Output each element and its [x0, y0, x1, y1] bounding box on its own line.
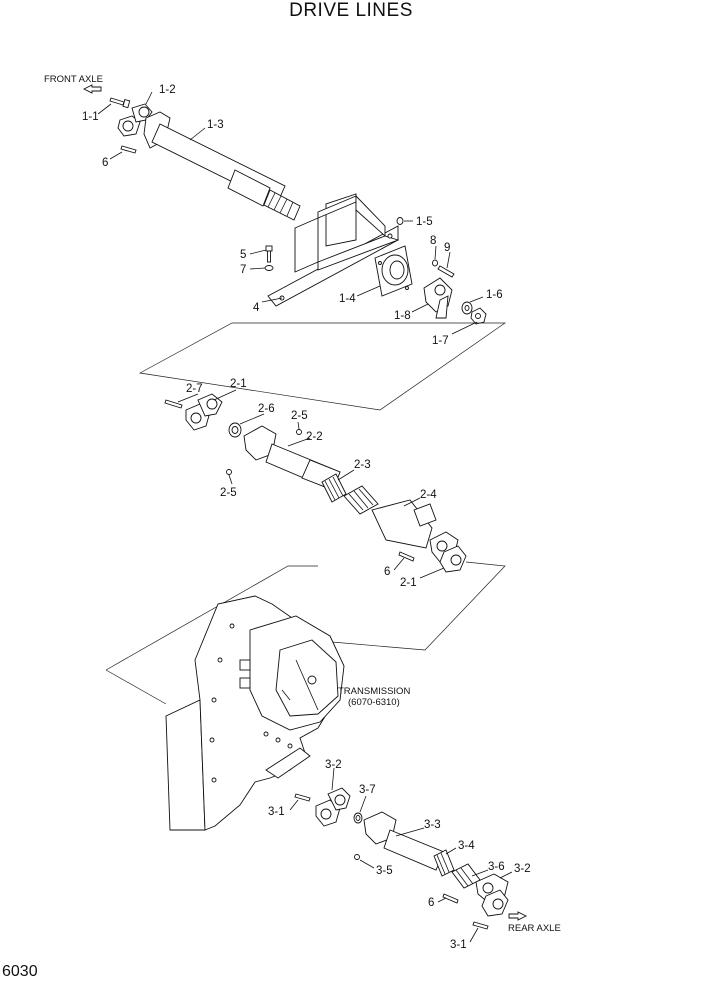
universal-joint-3-2: [475, 873, 509, 917]
callout-label: 1-4: [339, 293, 356, 305]
callout-label: 9: [444, 242, 450, 254]
callout-label: 2-4: [420, 489, 437, 501]
callout-label: 2-5: [291, 410, 308, 422]
seal-2-6: [228, 422, 242, 438]
support-bracket-4: [267, 193, 400, 307]
rear-axle-arrow-icon: [508, 911, 528, 921]
page-title: DRIVE LINES: [289, 0, 413, 21]
bolt-1-1: [109, 97, 131, 109]
nut-1-7: [470, 307, 487, 325]
flange-yoke-1-8: [423, 277, 453, 319]
seal-3-7: [353, 812, 363, 824]
callout-label: 3-1: [450, 939, 467, 951]
callout-label: 1-6: [486, 289, 503, 301]
callout-label: 2-2: [306, 431, 323, 443]
shaft-3-6: [451, 863, 481, 889]
universal-joint-3-2: [315, 787, 351, 827]
callout-label: 3-2: [514, 863, 531, 875]
front-axle-note: FRONT AXLE: [44, 74, 103, 85]
transmission-note: TRANSMISSION: [338, 686, 410, 697]
front-axle-arrow-icon: [82, 84, 102, 94]
bolt-3-1: [472, 921, 489, 930]
callout-label: 5: [240, 249, 246, 261]
grease-fitting-3-5: [354, 854, 360, 860]
callout-label: 7: [240, 264, 246, 276]
drive-shaft-1-3: [143, 111, 301, 221]
universal-joint-1-2: [117, 103, 153, 137]
washer-8: [432, 259, 438, 267]
bolt-6: [442, 893, 459, 904]
callout-label: 2-3: [354, 459, 371, 471]
bolt-3-1: [294, 793, 311, 802]
callout-label: 2-1: [400, 577, 417, 589]
callout-label: 3-4: [458, 840, 475, 852]
boot-3-4: [433, 849, 455, 877]
callout-label: 2-5: [220, 487, 237, 499]
callout-label: 1-1: [82, 111, 99, 123]
shaft-2-4: [343, 485, 437, 549]
bolt-9: [437, 265, 455, 278]
callout-label: 2-7: [186, 383, 203, 395]
universal-joint-2-1: [429, 531, 467, 573]
callout-label: 8: [430, 235, 436, 247]
callout-label: 1-8: [394, 310, 411, 322]
bearing-flange-1-4: [374, 245, 413, 297]
callout-label: 6: [428, 897, 434, 909]
callout-label: 1-2: [159, 84, 176, 96]
callout-label: 4: [253, 302, 260, 314]
callout-label: 6: [384, 566, 390, 578]
callout-label: 3-6: [488, 861, 505, 873]
callout-label: 3-3: [424, 819, 441, 831]
callout-label: 3-2: [325, 759, 342, 771]
transmission-model-note: (6070-6310): [348, 697, 400, 708]
washer-7: [264, 265, 274, 271]
grease-fitting-2-5: [226, 429, 302, 475]
nut-1-5: [396, 217, 404, 225]
bolt-6: [120, 145, 137, 154]
bolt-5: [265, 245, 273, 263]
callout-label: 6: [102, 157, 108, 169]
bolt-2-7: [164, 399, 183, 409]
callout-label: 1-5: [416, 216, 433, 228]
universal-joint-2-1: [185, 393, 223, 431]
callout-label: 2-6: [258, 403, 275, 415]
slip-yoke-3-3: [363, 811, 445, 871]
callout-label: 1-3: [207, 119, 224, 131]
washer-1-6: [461, 301, 473, 315]
transmission-housing: [165, 595, 345, 831]
callout-label: 2-1: [230, 378, 247, 390]
callout-label: 3-7: [359, 784, 376, 796]
callout-label: 3-1: [268, 806, 285, 818]
boot-2-3: [321, 473, 347, 503]
rear-axle-note: REAR AXLE: [508, 923, 561, 934]
bolt-6: [398, 551, 415, 562]
slip-yoke-2-2: [243, 425, 341, 491]
callout-label: 3-5: [376, 865, 393, 877]
page-number: 6030: [2, 963, 38, 980]
callout-label: 1-7: [432, 335, 449, 347]
